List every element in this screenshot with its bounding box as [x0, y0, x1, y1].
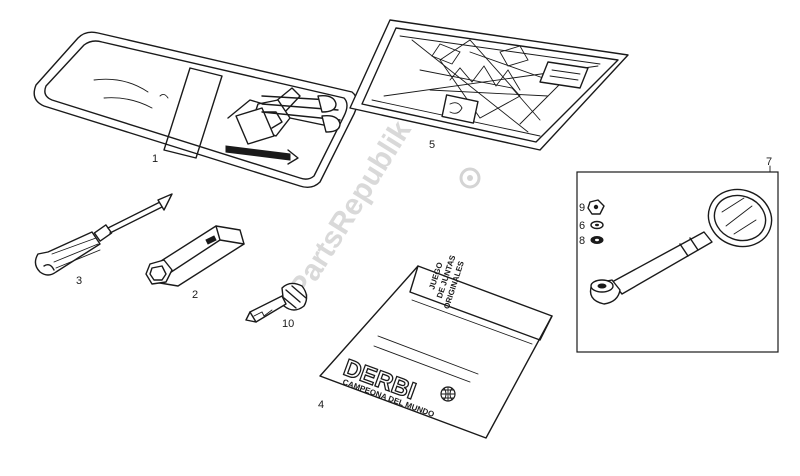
- washer-icon: [590, 220, 604, 230]
- ignition-key: [245, 282, 308, 323]
- callout-8: 8: [579, 235, 585, 247]
- watermark-gear-icon: [459, 167, 481, 189]
- callout-10: 10: [282, 318, 294, 330]
- callout-7: 7: [766, 156, 772, 168]
- hex-wrench: [145, 225, 245, 287]
- callout-4: 4: [318, 399, 324, 411]
- gasket-envelope: JUEGO DE JUNTAS ORIGINALES DERBI CAMPEON…: [319, 253, 553, 439]
- nut-icon: [587, 199, 605, 215]
- callout-3: 3: [76, 275, 82, 287]
- mirror-kit-frame: [576, 171, 779, 353]
- callout-2: 2: [192, 289, 198, 301]
- globe-icon: [440, 386, 456, 402]
- tool-bag: [33, 31, 358, 189]
- spring-washer-icon: [590, 236, 604, 244]
- callout-9: 9: [579, 202, 585, 214]
- callout-5: 5: [429, 139, 435, 151]
- callout-6: 6: [579, 220, 585, 232]
- callout-1: 1: [152, 153, 158, 165]
- screwdriver: [34, 193, 173, 276]
- sticker-sheet: [349, 19, 629, 151]
- mirror-kit: [576, 165, 779, 353]
